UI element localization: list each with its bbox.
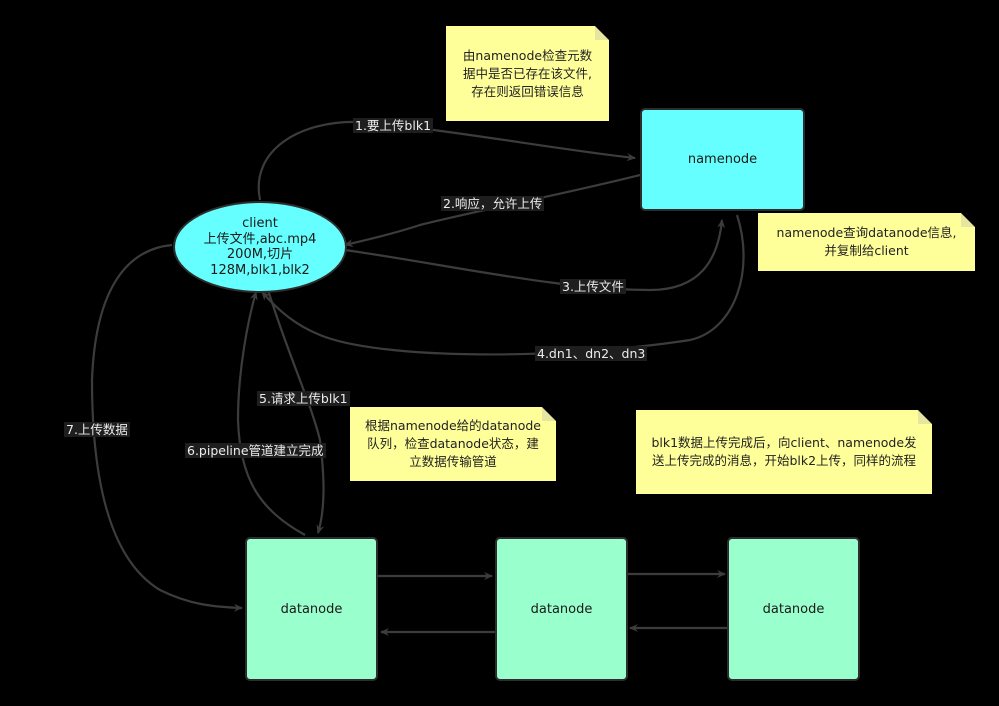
edge-7-upload-data	[90, 243, 243, 612]
note4-line-2: 送上传完成的消息，开始blk2上传，同样的流程	[651, 453, 917, 468]
namenode-box[interactable]: namenode	[640, 108, 805, 211]
edge-label-4: 4.dn1、dn2、dn3	[535, 346, 648, 361]
client-ellipse[interactable]: client 上传文件,abc.mp4 200M,切片 128M,blk1,bl…	[173, 201, 347, 293]
note3-line-3: 立数据传输管道	[409, 454, 497, 469]
datanode-1-box[interactable]: datanode	[245, 537, 378, 681]
edge-label-1: 1.要上传blk1	[353, 118, 434, 133]
edge-label-2: 2.响应，允许上传	[441, 196, 545, 211]
client-line-2: 上传文件,abc.mp4	[203, 231, 317, 247]
note2-line-2: 并复制给client	[824, 243, 909, 258]
note-namenode-query[interactable]: namenode查询datanode信息, 并复制给client	[758, 213, 975, 271]
client-line-1: client	[242, 216, 278, 231]
client-line-4: 128M,blk1,blk2	[210, 262, 310, 278]
note3-line-1: 根据namenode给的datanode	[365, 418, 541, 433]
note3-line-2: 队列，检查datanode状态，建	[367, 436, 539, 451]
edge-5-request-upload	[266, 289, 325, 534]
edge-6-pipeline-ready	[236, 291, 306, 536]
datanode-1-label: datanode	[280, 601, 343, 617]
namenode-label: namenode	[687, 152, 758, 167]
note-namenode-check[interactable]: 由namenode检查元数 据中是否已存在该文件, 存在则返回错误信息	[446, 26, 609, 121]
datanode-2-box[interactable]: datanode	[495, 537, 628, 681]
datanode-2-label: datanode	[530, 601, 593, 617]
datanode-3-box[interactable]: datanode	[727, 537, 860, 681]
note1-line-1: 由namenode检查元数	[462, 47, 593, 63]
datanode-3-label: datanode	[762, 601, 825, 617]
edge-label-5: 5.请求上传blk1	[257, 391, 350, 406]
note1-line-3: 存在则返回错误信息	[471, 83, 584, 99]
edge-1-upload-request	[257, 120, 636, 201]
note-blk1-complete[interactable]: blk1数据上传完成后，向client、namenode发 送上传完成的消息，开…	[636, 410, 932, 494]
note1-line-2: 据中是否已存在该文件,	[463, 65, 592, 81]
edge-label-3: 3.上传文件	[560, 279, 626, 294]
client-line-3: 200M,切片	[226, 247, 294, 262]
edge-4-dn-list	[261, 214, 745, 356]
edge-label-6: 6.pipeline管道建立完成	[185, 443, 326, 458]
note4-line-1: blk1数据上传完成后，向client、namenode发	[651, 435, 917, 450]
note2-line-1: namenode查询datanode信息,	[776, 225, 957, 240]
edge-label-7: 7.上传数据	[64, 422, 130, 437]
note-pipeline-setup[interactable]: 根据namenode给的datanode 队列，检查datanode状态，建 立…	[350, 407, 556, 481]
edge-2-response	[344, 173, 641, 247]
